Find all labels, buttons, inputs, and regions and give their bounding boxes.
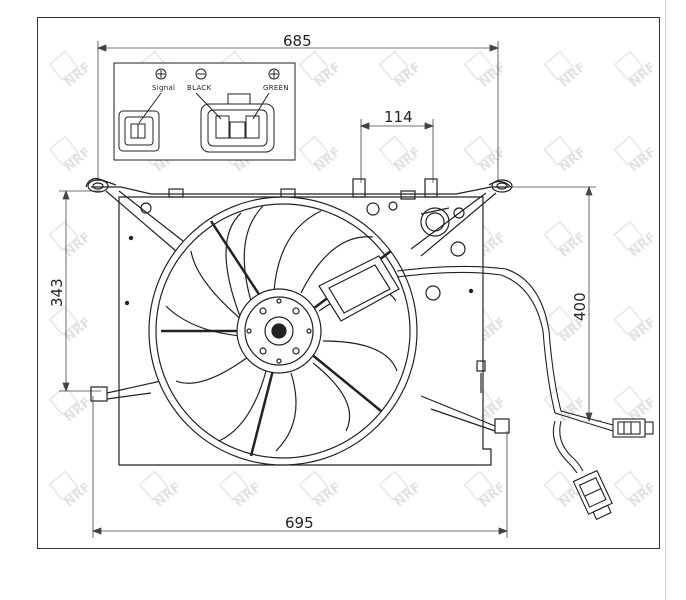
watermark-logo: NRF — [463, 470, 509, 511]
watermark-logo: NRF — [218, 470, 264, 511]
plus-symbol-2 — [268, 68, 280, 80]
watermark-mark — [218, 470, 249, 501]
dimension-top-width: 685 — [283, 32, 312, 50]
watermark-text: NRF — [312, 60, 344, 91]
watermark-logo: NRF — [298, 470, 344, 511]
watermark-mark — [48, 305, 79, 336]
watermark-text: NRF — [392, 480, 424, 511]
watermark-text: NRF — [477, 60, 509, 91]
fan-rotor — [148, 196, 418, 466]
watermark-logo: NRF — [613, 220, 659, 261]
watermark-text: NRF — [62, 480, 94, 511]
watermark-mark — [613, 470, 644, 501]
watermark-logo: NRF — [613, 50, 659, 91]
watermark-logo: NRF — [48, 135, 94, 176]
dimension-bracket-spacing: 114 — [384, 108, 413, 126]
watermark-text: NRF — [477, 480, 509, 511]
watermark-mark — [543, 470, 574, 501]
watermark-text: NRF — [62, 230, 94, 261]
watermark-mark — [378, 470, 409, 501]
frame-edge — [665, 0, 666, 600]
minus-symbol — [195, 68, 207, 80]
watermark-text: NRF — [392, 60, 424, 91]
watermark-text: NRF — [62, 145, 94, 176]
watermark-mark — [613, 305, 644, 336]
watermark-logo: NRF — [378, 135, 424, 176]
technical-drawing: NRF NRF NRF NRF NRF NRF NRF NRF NRF NRF NRF NRF NRF N… — [37, 17, 660, 549]
watermark-mark — [48, 135, 79, 166]
watermark-text: NRF — [232, 480, 264, 511]
pin-label-signal: Signal — [152, 84, 175, 92]
watermark-text: NRF — [557, 230, 589, 261]
watermark-text: NRF — [627, 145, 659, 176]
watermark-mark — [613, 135, 644, 166]
watermark-logo: NRF — [613, 135, 659, 176]
watermark-text: NRF — [557, 145, 589, 176]
watermark-text: NRF — [62, 395, 94, 426]
watermark-mark — [298, 135, 329, 166]
connector-detail — [113, 62, 296, 161]
watermark-text: NRF — [62, 60, 94, 91]
watermark-mark — [378, 135, 409, 166]
watermark-mark — [543, 305, 574, 336]
watermark-text: NRF — [62, 315, 94, 346]
watermark-logo: NRF — [463, 135, 509, 176]
watermark-mark — [48, 50, 79, 81]
watermark-text: NRF — [627, 230, 659, 261]
watermark-mark — [463, 135, 494, 166]
watermark-mark — [543, 385, 574, 416]
watermark-mark — [48, 385, 79, 416]
watermark-mark — [543, 135, 574, 166]
watermark-logo: NRF — [48, 470, 94, 511]
watermark-text: NRF — [557, 60, 589, 91]
watermark-logo: NRF — [543, 135, 589, 176]
watermark-text: NRF — [312, 145, 344, 176]
watermark-logo: NRF — [463, 50, 509, 91]
watermark-text: NRF — [152, 480, 184, 511]
watermark-logo: NRF — [613, 305, 659, 346]
watermark-mark — [613, 385, 644, 416]
wiring-harness — [396, 265, 654, 521]
watermark-mark — [613, 50, 644, 81]
watermark-mark — [138, 470, 169, 501]
watermark-text: NRF — [627, 315, 659, 346]
watermark-logo: NRF — [298, 135, 344, 176]
watermark-logo: NRF — [48, 385, 94, 426]
watermark-logo: NRF — [543, 50, 589, 91]
pin-label-black: BLACK — [187, 84, 212, 92]
watermark-mark — [48, 220, 79, 251]
fan-assembly-drawing: NRF NRF NRF NRF NRF NRF NRF NRF NRF NRF NRF NRF NRF N… — [48, 32, 659, 538]
dimension-left-height: 343 — [48, 278, 66, 307]
dimension-right-height: 400 — [571, 292, 589, 321]
watermark-mark — [543, 220, 574, 251]
watermark-logo: NRF — [48, 50, 94, 91]
watermark-mark — [48, 470, 79, 501]
watermark-text: NRF — [312, 480, 344, 511]
watermark-logo: NRF — [613, 470, 659, 511]
watermark-mark — [298, 470, 329, 501]
watermark-text: NRF — [557, 395, 589, 426]
watermark-text: NRF — [477, 145, 509, 176]
watermark-mark — [298, 50, 329, 81]
watermark-mark — [463, 470, 494, 501]
watermark-mark — [543, 50, 574, 81]
watermark-text: NRF — [627, 480, 659, 511]
dimension-bottom-width: 695 — [285, 514, 314, 532]
watermark-text: NRF — [627, 60, 659, 91]
watermark-text: NRF — [392, 145, 424, 176]
pin-label-green: GREEN — [263, 84, 289, 92]
watermark-logo: NRF — [378, 470, 424, 511]
watermark-mark — [463, 50, 494, 81]
watermark-logo: NRF — [298, 50, 344, 91]
watermark-logo: NRF — [543, 220, 589, 261]
watermark-logo: NRF — [378, 50, 424, 91]
watermark-logo: NRF — [138, 470, 184, 511]
watermark-logo: NRF — [48, 220, 94, 261]
watermark-logo: NRF — [543, 385, 589, 426]
plus-symbol-1 — [155, 68, 167, 80]
watermark-mark — [378, 50, 409, 81]
watermark-mark — [613, 220, 644, 251]
resistor-module — [318, 255, 400, 322]
